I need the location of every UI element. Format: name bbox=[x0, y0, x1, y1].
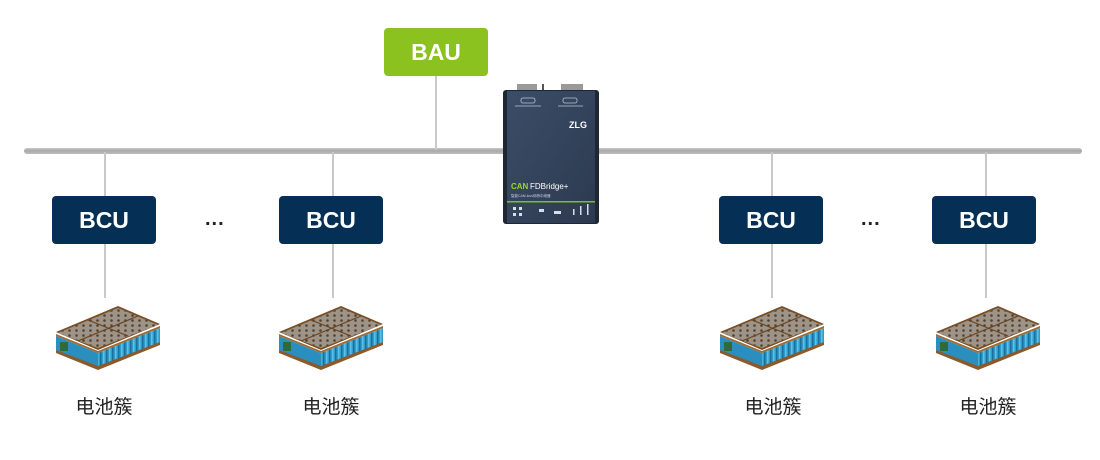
cluster-label-4: 电池簇 bbox=[959, 396, 1017, 418]
bau-label: BAU bbox=[411, 38, 461, 65]
canfdbridge-device: ZLG CAN FDBridge+ 智能CAN-bus网桥中继器 bbox=[503, 84, 599, 224]
cluster-label-1: 电池簇 bbox=[75, 396, 133, 418]
cluster-label-2: 电池簇 bbox=[302, 396, 360, 418]
battery-cluster-icon-4 bbox=[935, 305, 1041, 370]
db9-connector-right bbox=[561, 84, 583, 91]
port-icons bbox=[515, 97, 583, 107]
battery-cluster-icon-2 bbox=[278, 305, 384, 370]
bau-connector-line bbox=[435, 76, 437, 150]
cluster-label-3: 电池簇 bbox=[744, 396, 802, 418]
bcu-box-2: BCU bbox=[279, 196, 383, 244]
bcu-label: BCU bbox=[79, 206, 129, 233]
bcu-box-1: BCU bbox=[52, 196, 156, 244]
db9-connector-left bbox=[517, 84, 537, 91]
ellipsis-left: ... bbox=[205, 208, 225, 230]
bcu-label: BCU bbox=[306, 206, 356, 233]
can-prefix: CAN bbox=[511, 182, 529, 191]
product-name: FDBridge+ bbox=[530, 182, 569, 191]
status-leds bbox=[513, 204, 589, 216]
bcu-label: BCU bbox=[746, 206, 796, 233]
battery-cluster-icon-3 bbox=[719, 305, 825, 370]
ellipsis-right: ... bbox=[861, 208, 881, 230]
bcu-box-4: BCU bbox=[932, 196, 1036, 244]
bcu-box-3: BCU bbox=[719, 196, 823, 244]
bcu-label: BCU bbox=[959, 206, 1009, 233]
battery-cluster-icon-1 bbox=[55, 305, 161, 370]
product-subtitle: 智能CAN-bus网桥中继器 bbox=[511, 193, 551, 198]
bau-box: BAU bbox=[384, 28, 488, 76]
zlg-logo: ZLG bbox=[569, 120, 587, 130]
